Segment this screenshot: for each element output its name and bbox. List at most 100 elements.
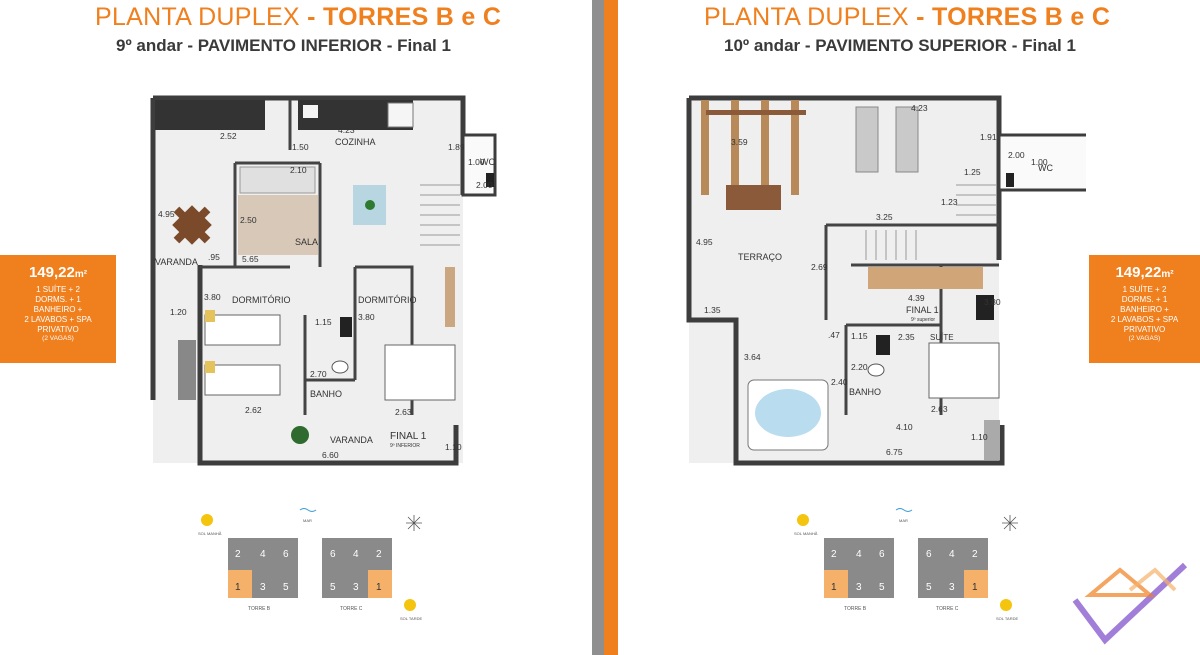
dim: .95 [208, 252, 220, 262]
unit-number: 2 [376, 549, 382, 560]
wc-sink [1006, 173, 1014, 187]
unit-number: 2 [235, 549, 241, 560]
unit-number: 5 [330, 582, 336, 593]
wc-sink [486, 173, 494, 187]
stove [303, 105, 318, 118]
dim: 4.10 [896, 422, 913, 432]
dim: 2.00 [1008, 150, 1025, 160]
dim: 3.80 [358, 312, 375, 322]
badge-line: 1 SUÍTE + 2 [1122, 285, 1167, 294]
unit-number: 6 [283, 549, 289, 560]
dim: 1.15 [315, 317, 332, 327]
wardrobe [445, 267, 455, 327]
compass-icon [406, 515, 422, 531]
room-label-dormitorio-2: DORMITÓRIO [358, 295, 417, 305]
unit-number: 1 [376, 582, 382, 593]
left-title: PLANTA DUPLEX - TORRES B e C [95, 3, 501, 32]
badge-line: BANHEIRO + [1120, 305, 1169, 314]
final-sub: 9º INFERIOR [390, 443, 420, 449]
bed-single-2 [204, 364, 281, 396]
right-panel: PLANTA DUPLEX - TORRES B e C 10º andar -… [618, 0, 1200, 655]
sol-tarde-label: SOL TARDE [996, 616, 1018, 621]
side-element [984, 420, 1000, 460]
dim: 3.59 [731, 137, 748, 147]
dim: 4.95 [696, 237, 713, 247]
badge-area: 149,22 [1115, 264, 1162, 281]
wave-icon [895, 508, 913, 512]
dim: 2.50 [240, 215, 257, 225]
badge-line: 2 LAVABOS + SPA [1110, 315, 1179, 324]
floor-plan-upper: 4.23 3.59 1.91 2.00 1.00 WC 1.25 1.23 3.… [686, 95, 1086, 466]
dim: 1.25 [964, 167, 981, 177]
toilet [331, 360, 349, 374]
dim: 2.00 [476, 180, 493, 190]
dim: 1.10 [971, 432, 988, 442]
pergola [701, 100, 806, 210]
varanda-plant [291, 426, 309, 444]
lounger-1 [855, 106, 879, 173]
left-panel: PLANTA DUPLEX - TORRES B e C 9º andar - … [0, 0, 592, 655]
torre-b-label: TORRE B [248, 606, 271, 612]
torre-b-label: TORRE B [844, 606, 867, 612]
unit-number: 4 [856, 549, 862, 560]
key-plan-right: SOL MANHÃ MAR SOL TARDE 2 4 6 1 3 5 TORR… [794, 508, 1018, 621]
room-label-banho: BANHO [310, 389, 342, 399]
dim: 6.75 [886, 447, 903, 457]
room-label-varanda-2: VARANDA [330, 435, 373, 445]
dim: 1.50 [292, 142, 309, 152]
pillow-2 [205, 361, 215, 373]
dim: 6.60 [322, 450, 339, 460]
badge-vagas: (2 VAGAS) [1128, 335, 1161, 342]
dim: 2.63 [395, 407, 412, 417]
dim: 2.35 [898, 332, 915, 342]
floor-plan-lower: 2.52 4.23 COZINHA 1.50 1.89 2.10 1.00 2.… [150, 95, 497, 466]
dim: 2.70 [310, 369, 327, 379]
interior-walls [824, 223, 999, 415]
interior-walls [200, 100, 414, 415]
unit-number: 4 [260, 549, 266, 560]
sun-icon [797, 514, 809, 526]
left-area-badge: 149,22m² 1 SUÍTE + 2 DORMS. + 1 BANHEIRO… [0, 255, 116, 363]
dim: 2.69 [811, 262, 828, 272]
unit-number: 5 [879, 582, 885, 593]
badge-line: BANHEIRO + [33, 305, 83, 314]
key-plan-left: SOL MANHÃ MAR SOL TARDE 2 4 6 1 3 5 TORR… [198, 508, 422, 621]
badge-line: 1 SUÍTE + 2 [36, 285, 80, 294]
badge-vagas: (2 VAGAS) [42, 335, 74, 342]
badge-line: PRIVATIVO [37, 325, 79, 334]
room-label-banho: BANHO [849, 387, 881, 397]
title-bold: - TORRES B e C [916, 3, 1111, 31]
unit-number: 4 [353, 549, 359, 560]
left-subtitle: 9º andar - PAVIMENTO INFERIOR - Final 1 [116, 36, 451, 55]
sofa [239, 166, 316, 194]
lounger-2 [895, 106, 919, 173]
title-light: PLANTA DUPLEX [704, 3, 909, 31]
room-label-suite: SUÍTE [930, 333, 954, 342]
dim: 1.15 [851, 331, 868, 341]
unit-number: 6 [879, 549, 885, 560]
sol-manha-label: SOL MANHÃ [794, 531, 818, 536]
toilet [867, 363, 885, 377]
side-element [178, 340, 196, 400]
torre-c-unit-1 [964, 570, 988, 598]
dim: 5.65 [242, 254, 259, 264]
unit-number: 3 [949, 582, 955, 593]
unit-number: 4 [949, 549, 955, 560]
dim: 4.23 [338, 125, 355, 135]
fridge [387, 102, 414, 128]
torre-c-label: TORRE C [936, 606, 959, 612]
torre-b-unit-1 [228, 570, 252, 598]
right-title: PLANTA DUPLEX - TORRES B e C [704, 3, 1110, 32]
room-label-sala: SALA [295, 237, 318, 247]
bath-sink [876, 335, 890, 355]
unit-number: 5 [283, 582, 289, 593]
badge-line: DORMS. + 1 [1121, 295, 1168, 304]
right-area-badge: 149,22m² 1 SUÍTE + 2 DORMS. + 1 BANHEIRO… [1089, 255, 1200, 363]
wardrobe [868, 267, 983, 289]
dim: 1.89 [448, 142, 465, 152]
badge-unit: m² [1161, 269, 1174, 280]
compass-icon [1002, 515, 1018, 531]
wave-icon [299, 508, 317, 512]
unit-number: 6 [926, 549, 932, 560]
dim: 2.20 [851, 362, 868, 372]
